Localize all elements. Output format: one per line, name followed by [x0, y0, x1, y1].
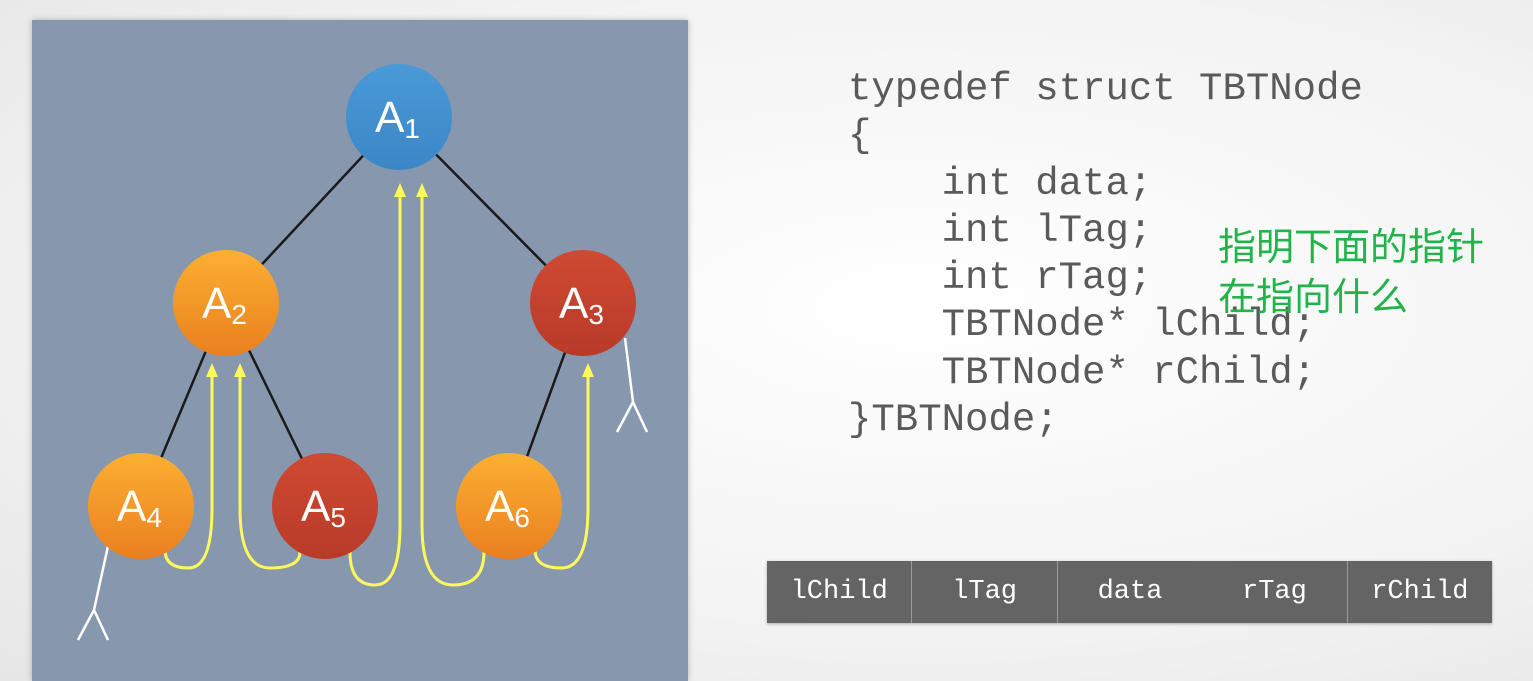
- thread-a4-to-a2: [163, 373, 214, 570]
- field-cell-ltag: lTag: [912, 561, 1058, 623]
- node-circle-a6: [456, 453, 562, 559]
- tree-node-a4: A4: [88, 453, 194, 559]
- annotation-line-2: 在指向什么: [1218, 275, 1409, 319]
- code-line: int data;: [848, 161, 1153, 206]
- annotation-line-1: 指明下面的指针: [1218, 225, 1485, 269]
- code-line: int lTag;: [848, 208, 1153, 253]
- field-cell-data: data: [1097, 577, 1163, 607]
- node-field-layout-table: lChild lTag data rTag rChild: [767, 561, 1492, 623]
- field-cell-rtag: rTag: [1202, 561, 1348, 623]
- code-line: typedef struct TBTNode: [848, 67, 1363, 111]
- node-circle-a4: [88, 453, 194, 559]
- tree-node-a6: A6: [456, 453, 562, 559]
- node-label-a5: A5: [301, 482, 346, 533]
- null-pointer-marker-a3: [615, 337, 649, 433]
- field-cell-rchild: rChild: [1371, 577, 1469, 607]
- thread-arrowhead-a6-to-a1: [416, 183, 428, 197]
- thread-arrowhead-a6-to-a3: [582, 363, 594, 377]
- thread-a5-to-a2: [238, 373, 302, 570]
- tree-node-a1: A1: [346, 64, 452, 170]
- code-line: {: [848, 114, 872, 159]
- thread-a6-to-a1: [420, 193, 486, 587]
- node-label-a6: A6: [485, 482, 530, 533]
- code-line: }TBTNode;: [848, 398, 1059, 443]
- node-label-a3: A3: [559, 279, 604, 330]
- node-circle-a5: [272, 453, 378, 559]
- field-cell-lchild: lChild: [767, 561, 913, 623]
- thread-a5-to-a1: [348, 193, 402, 587]
- node-label-a4: A4: [117, 482, 162, 533]
- code-line: TBTNode* lChild;: [848, 303, 1317, 348]
- thread-arrowhead-a5-to-a2: [234, 363, 246, 377]
- node-circle-a3: [530, 250, 636, 356]
- code-line: TBTNode* rChild;: [848, 350, 1317, 395]
- thread-arrowhead-a5-to-a1: [394, 183, 406, 197]
- struct-code-block: typedef struct TBTNode{ int data; int lT…: [848, 66, 1363, 444]
- node-circle-a1: [346, 64, 452, 170]
- thread-a6-to-a3: [533, 373, 590, 570]
- null-pointer-marker-a4: [76, 545, 110, 641]
- tree-node-a3: A3: [530, 250, 636, 356]
- code-line: int rTag;: [848, 256, 1153, 301]
- tree-node-a2: A2: [173, 250, 279, 356]
- tag-annotation: 指明下面的指针 在指向什么: [1218, 222, 1484, 322]
- node-label-a1: A1: [375, 93, 420, 144]
- thread-arrowhead-a4-to-a2: [206, 363, 218, 377]
- node-label-a2: A2: [202, 279, 247, 330]
- node-circle-a2: [173, 250, 279, 356]
- tree-node-a5: A5: [272, 453, 378, 559]
